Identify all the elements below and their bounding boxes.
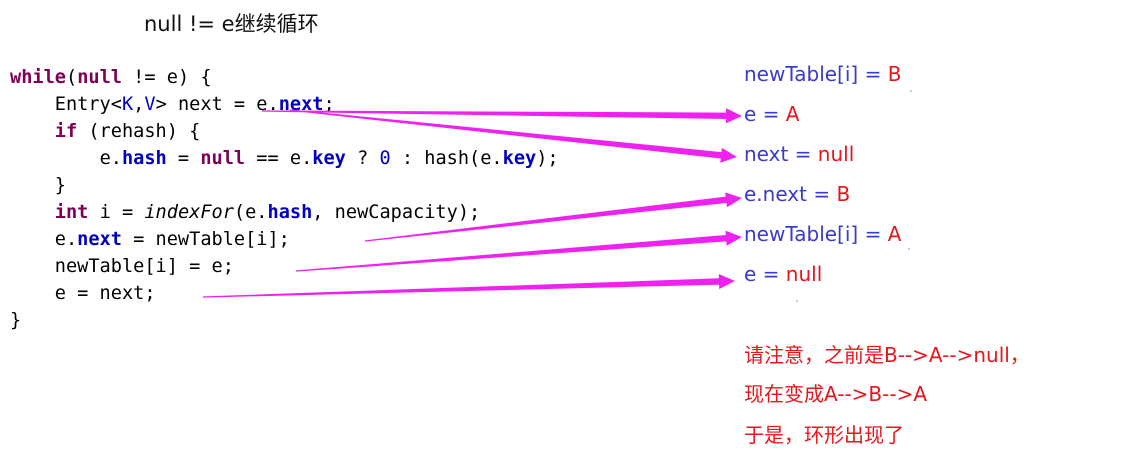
note-line-1: 请注意，之前是B-->A-->null，: [744, 343, 1030, 367]
arrow-enext-to-enext-b: [364, 192, 742, 242]
code-line-2: Entry<K,V> next = e.next;: [54, 94, 335, 115]
code-line-6: int i = indexFor(e.hash, newCapacity);: [54, 202, 481, 223]
code-line-8: newTable[i] = e;: [54, 256, 234, 277]
code-line-1: while(null != e) {: [10, 67, 212, 88]
diagram-title: null != e继续循环: [144, 12, 319, 36]
arrow-newtable-to-state: [296, 230, 742, 272]
arrow-next-to-next-null: [289, 109, 737, 163]
speck: [910, 90, 912, 92]
state-next-null: next = null: [744, 142, 855, 166]
state-newtable-b: newTable[i] = B: [744, 62, 902, 86]
arrow-next-to-e-a: [262, 108, 742, 124]
note-line-2: 现在变成A-->B-->A: [744, 382, 928, 406]
state-e-null: e = null: [744, 262, 823, 286]
arrow-e-next-to-e-null: [203, 274, 735, 298]
code-line-4: e.hash = null == e.key ? 0 : hash(e.key)…: [99, 148, 559, 169]
code-line-9: e = next;: [54, 283, 156, 304]
speck: [796, 300, 798, 302]
code-block: while(null != e) { Entry<K,V> next = e.n…: [10, 64, 559, 334]
code-line-7: e.next = newTable[i];: [54, 229, 290, 250]
note-line-3: 于是，环形出现了: [744, 423, 904, 447]
code-line-10: }: [10, 310, 22, 331]
code-line-3: if (rehash) {: [54, 121, 201, 142]
speck: [908, 248, 910, 250]
state-e-a: e = A: [744, 102, 800, 126]
state-enext-b: e.next = B: [744, 182, 851, 206]
state-newtable-a: newTable[i] = A: [744, 222, 902, 246]
code-line-5: }: [54, 175, 66, 196]
